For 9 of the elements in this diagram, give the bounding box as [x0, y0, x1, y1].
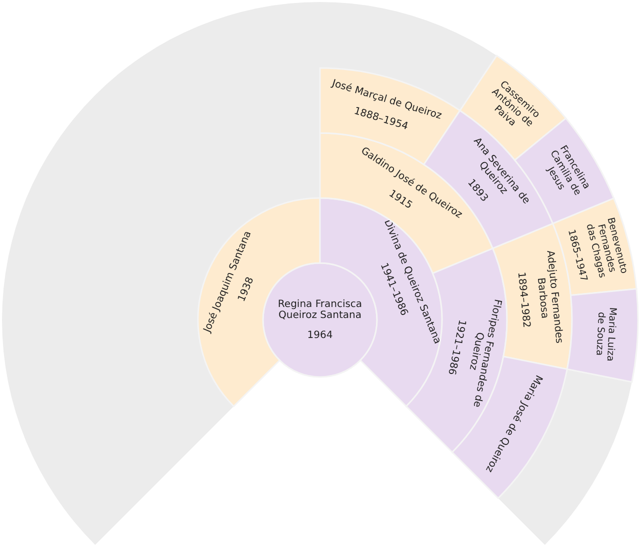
ancestor-segment: [566, 288, 639, 383]
person-name: Adejuto Fernandes Barbosa: [534, 248, 566, 346]
person-name: Maria Luiza de Souza: [592, 306, 618, 364]
person-name: Floripes Fernandes de Queiroz: [466, 297, 504, 410]
life-dates: 1938: [236, 276, 256, 304]
life-dates: 1894–1982: [514, 272, 532, 328]
person-name: Regina Francisca Queiroz Santana: [276, 298, 364, 322]
person-circle: [262, 262, 378, 378]
life-dates: 1964: [307, 330, 333, 342]
